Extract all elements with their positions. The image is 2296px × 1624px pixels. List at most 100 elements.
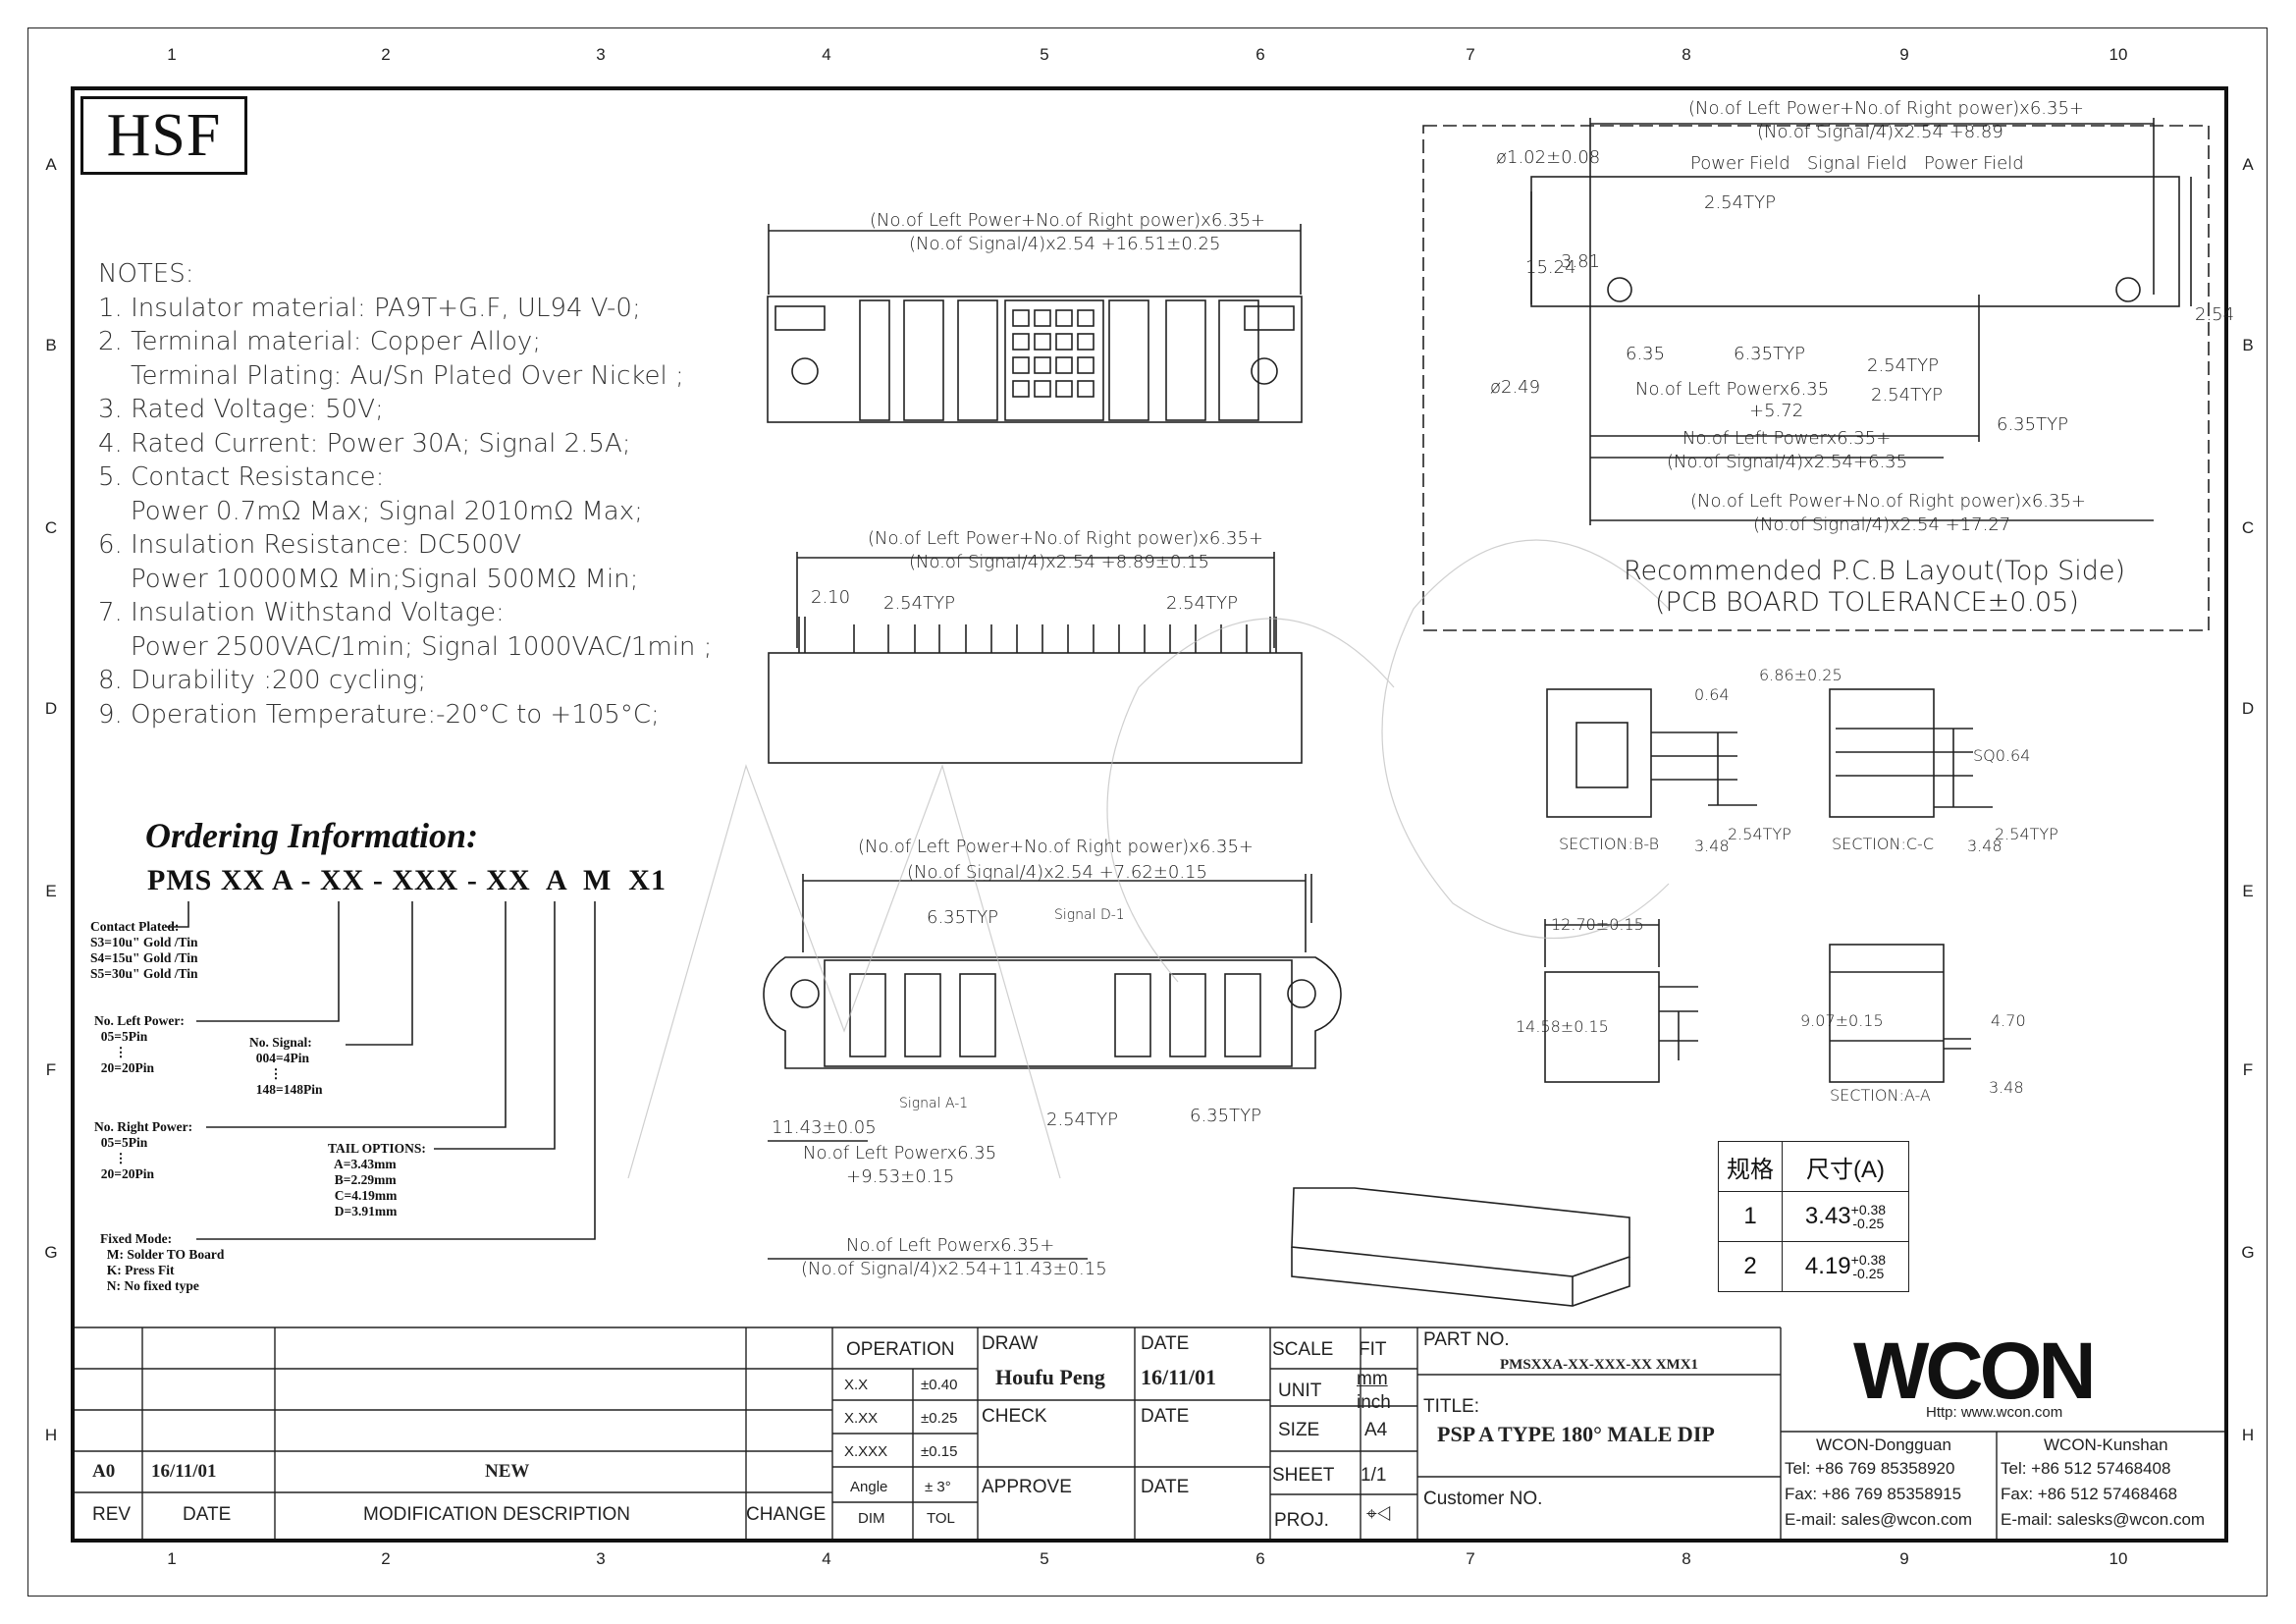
- title-block-grid: [75, 1326, 2224, 1539]
- dim-label: No.of Left Powerx6.35+: [1682, 428, 1892, 449]
- draw-label: DRAW: [982, 1333, 1039, 1354]
- spec-cell: 2: [1718, 1241, 1783, 1292]
- dim-label: 2.54TYP: [1046, 1110, 1118, 1130]
- iso-connector: [1291, 1187, 1630, 1277]
- zone-column-marker: 4: [822, 1549, 831, 1568]
- dim-label: 2.54TYP: [1704, 192, 1776, 213]
- top-view-signal-grid: [1012, 309, 1095, 398]
- zone-row-marker: E: [45, 882, 57, 900]
- notes-line: 7. Insulation Withstand Voltage:: [98, 598, 505, 627]
- tol-key: X.XX: [844, 1410, 879, 1427]
- tol-key: X.X: [844, 1377, 869, 1393]
- website-link[interactable]: Http: www.wcon.com: [1926, 1404, 2063, 1421]
- mod-desc-label: MODIFICATION DESCRIPTION: [363, 1504, 630, 1525]
- notes-line: 8. Durability :200 cycling;: [98, 666, 427, 695]
- zone-column-marker: 5: [1040, 1549, 1049, 1568]
- operation-label: OPERATION: [846, 1339, 955, 1360]
- zone-column-marker: 10: [2109, 1549, 2128, 1568]
- left-power-options: No. Left Power: 05=5Pin ⋮ 20=20Pin: [94, 1013, 185, 1075]
- tol-col-label: TOL: [927, 1510, 955, 1527]
- dim-label: 6.35: [1626, 344, 1666, 364]
- notes-line: Terminal Plating: Au/Sn Plated Over Nick…: [98, 360, 684, 391]
- notes-line: 3. Rated Voltage: 50V;: [98, 395, 384, 424]
- dim-label: 6.86±0.25: [1759, 666, 1842, 684]
- dim-label: Power Field Signal Field Power Field: [1690, 153, 2024, 174]
- draw-date: 16/11/01: [1141, 1365, 1217, 1389]
- section-label: SECTION:C-C: [1832, 835, 1934, 853]
- proj-label: PROJ.: [1274, 1510, 1329, 1531]
- dim-label: 2.54TYP: [1867, 355, 1939, 376]
- top-view-power-cells: [859, 299, 1259, 421]
- zone-row-marker: E: [2242, 882, 2254, 900]
- dim-label: 15.24: [1525, 257, 1576, 278]
- zone-row-marker: A: [45, 155, 57, 174]
- tol-key: X.XXX: [844, 1443, 888, 1460]
- notes-line: Power 2500VAC/1min; Signal 1000VAC/1min …: [98, 631, 713, 662]
- approve-label: APPROVE: [982, 1477, 1072, 1497]
- notes-line: 1. Insulator material: PA9T+G.F, UL94 V-…: [98, 293, 641, 323]
- tol-key: Angle: [850, 1479, 888, 1495]
- dongguan-email[interactable]: E-mail: sales@wcon.com: [1785, 1510, 1973, 1529]
- dim-label: 2.54TYP: [1871, 385, 1943, 406]
- dim-label: 0.64: [1694, 685, 1730, 704]
- notes-line: Power 10000MΩ Min;Signal 500MΩ Min;: [98, 564, 639, 594]
- pcb-layout-title: Recommended P.C.B Layout(Top Side): [1624, 556, 2126, 586]
- zone-column-marker: 3: [596, 45, 606, 64]
- spec-table: 规格 尺寸(A) 1 3.43+0.38-0.25 2 4.19+0.38-0.…: [1718, 1141, 1909, 1292]
- right-power-options: No. Right Power: 05=5Pin ⋮ 20=20Pin: [94, 1119, 193, 1181]
- zone-row-marker: C: [44, 518, 58, 537]
- dim-label: 2.54TYP: [1728, 825, 1791, 843]
- dim-label: 4.70: [1991, 1011, 2026, 1030]
- dim-label: 2.54: [2195, 304, 2235, 325]
- fixed-mode-options: Fixed Mode: M: Solder TO Board K: Press …: [100, 1231, 225, 1293]
- leader-line: [196, 901, 596, 1240]
- contact-plated-options: Contact Plated: S3=10u" Gold /Tin S4=15u…: [90, 919, 198, 981]
- sheet-value: 1/1: [1361, 1465, 1387, 1486]
- desc-value: NEW: [485, 1461, 530, 1482]
- tail-options: TAIL OPTIONS: A=3.43mm B=2.29mm C=4.19mm…: [328, 1141, 426, 1218]
- zone-row-marker: D: [2241, 699, 2255, 718]
- dim-label: (No.of Left Power+No.of Right power)x6.3…: [858, 837, 1254, 857]
- zone-row-marker: D: [44, 699, 58, 718]
- size-label: SIZE: [1278, 1420, 1320, 1440]
- zone-column-marker: 3: [596, 1549, 606, 1568]
- dim-label: 6.35TYP: [927, 907, 998, 928]
- zone-row-marker: G: [44, 1243, 58, 1262]
- kunshan-email[interactable]: E-mail: salesks@wcon.com: [2001, 1510, 2206, 1529]
- size-cell: 3.43+0.38-0.25: [1782, 1191, 1909, 1242]
- dim-label: 3.81: [1561, 251, 1601, 272]
- wcon-watermark: [627, 539, 1670, 1179]
- zone-row-marker: F: [2242, 1060, 2254, 1079]
- approve-date-label: DATE: [1141, 1477, 1190, 1497]
- dim-label: (No.of Signal/4)x2.54 +8.89: [1757, 122, 2003, 142]
- zone-column-marker: 6: [1255, 1549, 1265, 1568]
- zone-column-marker: 6: [1255, 45, 1265, 64]
- dim-label: 6.35TYP: [1997, 414, 2068, 435]
- check-date-label: DATE: [1141, 1406, 1190, 1427]
- zone-column-marker: 8: [1682, 45, 1691, 64]
- dim-label: 2.54TYP: [883, 593, 955, 614]
- zone-column-marker: 7: [1466, 1549, 1475, 1568]
- dim-label: 3.48: [1989, 1078, 2024, 1097]
- dim-label: SQ0.64: [1973, 746, 2031, 765]
- unit-inch: inch: [1357, 1392, 1391, 1413]
- zone-column-marker: 1: [167, 45, 177, 64]
- outer-frame: [27, 27, 2268, 1597]
- zone-column-marker: 4: [822, 45, 831, 64]
- dim-label: (No.of Left Power+No.of Right power)x6.3…: [868, 528, 1263, 549]
- tol-value: ±0.40: [921, 1377, 958, 1393]
- section-label: SECTION:B-B: [1559, 835, 1660, 853]
- dim-label: ø1.02±0.08: [1496, 147, 1601, 168]
- dim-label: (No.of Left Power+No.of Right power)x6.3…: [1688, 98, 2084, 119]
- scale-label: SCALE: [1272, 1339, 1334, 1360]
- dim-label: (No.of Left Power+No.of Right power)x6.3…: [870, 210, 1265, 231]
- dim-label: (No.of Signal/4)x2.54 +17.27: [1753, 514, 2011, 535]
- unit-mm: mm: [1357, 1369, 1388, 1389]
- zone-row-marker: F: [45, 1060, 57, 1079]
- signal-options: No. Signal: 004=4Pin ⋮ 148=148Pin: [249, 1035, 323, 1097]
- wcon-logo: WCON: [1853, 1326, 2097, 1416]
- zone-column-marker: 9: [1899, 45, 1909, 64]
- zone-row-marker: B: [45, 336, 57, 354]
- section-label: SECTION:A-A: [1830, 1086, 1931, 1105]
- zone-row-marker: C: [2241, 518, 2255, 537]
